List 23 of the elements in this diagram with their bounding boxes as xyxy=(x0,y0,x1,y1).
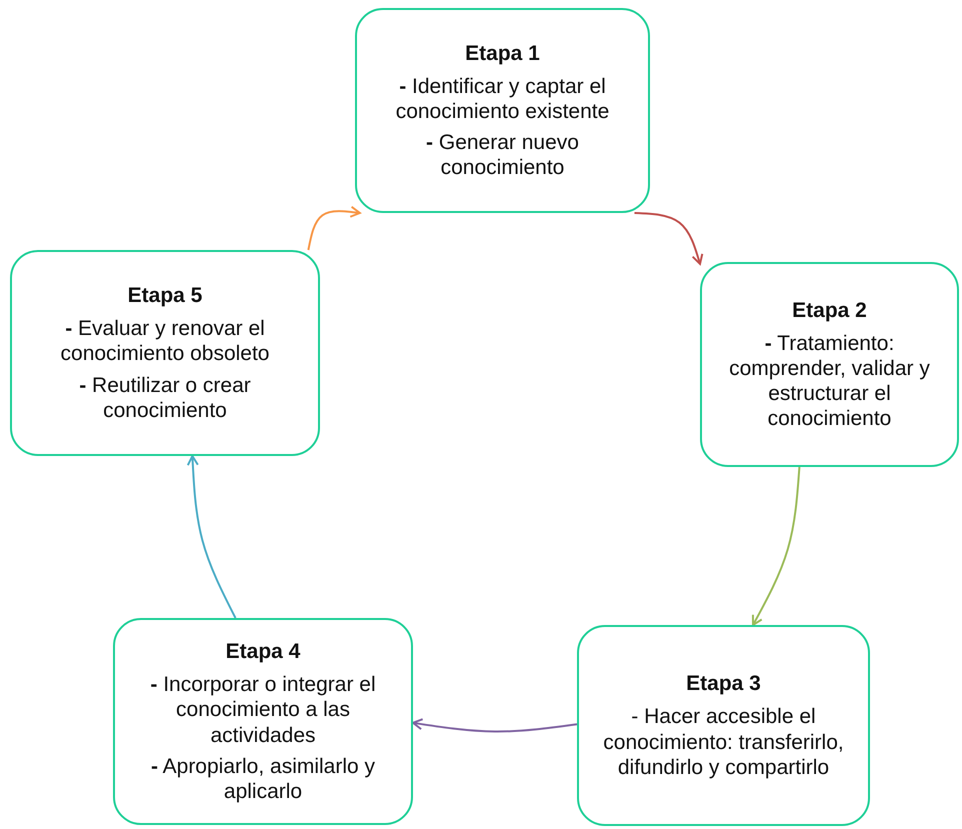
stage-box xyxy=(355,8,650,213)
stage-description: - Hacer accesible el conocimiento: transferirlo, difundirlo y compartirlo xyxy=(602,704,845,780)
stage-description: - Incorporar o integrar el conocimiento a las actividades xyxy=(149,672,377,748)
stage-description: - Reutilizar o crear conocimiento xyxy=(78,372,252,423)
stage-box xyxy=(113,618,413,825)
stage-heading: Etapa 1 xyxy=(465,40,540,66)
arrow xyxy=(307,206,361,250)
stage-description: - Identificar y captar el conocimiento existente xyxy=(394,74,610,124)
stage-heading: Etapa 4 xyxy=(226,638,300,664)
stage-box xyxy=(700,262,959,467)
stage-description: - Tratamiento: comprender, validar y estructurar el conocimiento xyxy=(728,330,931,432)
arrow xyxy=(634,212,704,265)
arrow xyxy=(752,466,800,626)
stage-heading: Etapa 3 xyxy=(686,671,761,696)
stage-heading: Etapa 2 xyxy=(792,298,867,323)
stage-description: - Evaluar y renovar el conocimiento obsoleto xyxy=(60,316,270,367)
arrow xyxy=(412,718,578,733)
stage-description: - Apropiarlo, asimilarlo y aplicarlo xyxy=(150,754,376,804)
stage-box xyxy=(10,250,320,456)
stage-description: - Generar nuevo conocimiento xyxy=(425,130,580,180)
stage-heading: Etapa 5 xyxy=(128,283,202,308)
arrow xyxy=(186,455,236,618)
stage-box xyxy=(577,625,870,826)
